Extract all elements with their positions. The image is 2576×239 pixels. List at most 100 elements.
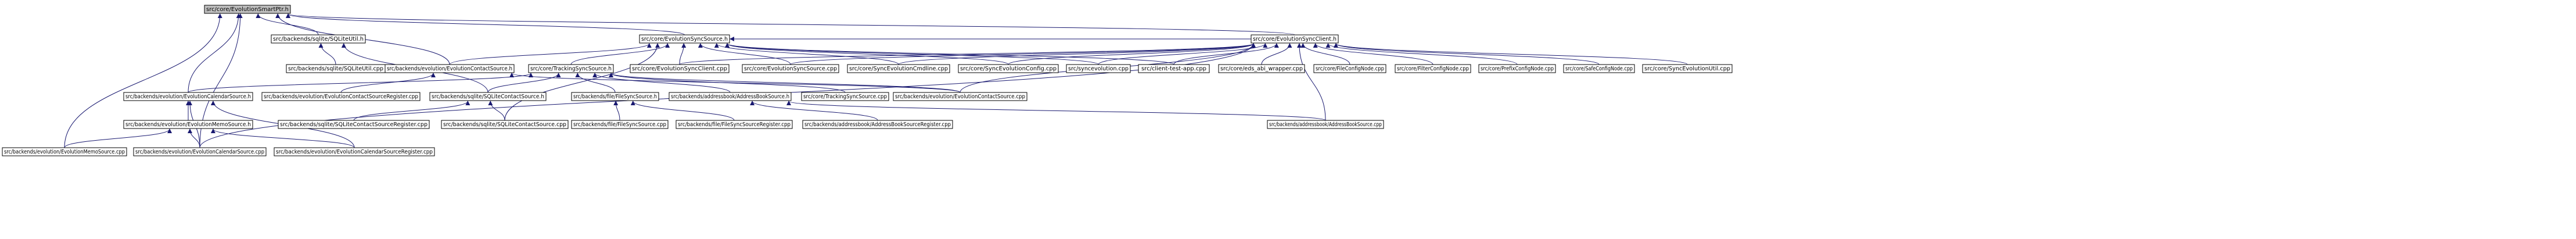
- graph-node[interactable]: src/client-test-app.cpp: [1138, 64, 1210, 73]
- graph-node[interactable]: src/core/FilterConfigNode.cpp: [1395, 64, 1471, 73]
- edge-n_testapp-to-n_syncsrc: [725, 43, 1174, 65]
- node-box: [801, 92, 889, 101]
- edge-n_abookcpp-to-n_synccli: [1296, 43, 1326, 121]
- graph-node[interactable]: src/backends/evolution/EvolutionMemoSour…: [123, 120, 253, 129]
- graph-node[interactable]: src/core/PrefixConfigNode.cpp: [1478, 64, 1556, 73]
- edge-n_evoclientcpp-to-n_synccli: [679, 43, 1256, 65]
- edge-n_filesynccpp-to-n_filesync: [613, 101, 620, 121]
- graph-node[interactable]: src/backends/file/FileSyncSource.cpp: [571, 120, 669, 129]
- edge-n_filesync-to-n_tracking: [575, 73, 616, 93]
- node-box: [1138, 64, 1210, 73]
- graph-node[interactable]: src/core/EvolutionSyncSource.cpp: [742, 64, 839, 73]
- edge-n_sqliteutil-to-n_root: [256, 13, 319, 35]
- graph-node[interactable]: src/core/SafeConfigNode.cpp: [1563, 64, 1635, 73]
- node-label: src/backends/sqlite/SQLiteUtil.h: [273, 36, 364, 42]
- node-label: src/backends/sqlite/SQLiteContactSource.…: [432, 94, 544, 100]
- node-box: [1313, 64, 1386, 73]
- graph-node[interactable]: src/backends/addressbook/AddressBookSour…: [1267, 120, 1384, 129]
- graph-node[interactable]: src/syncevolution.cpp: [1066, 64, 1131, 73]
- graph-node[interactable]: src/backends/evolution/EvolutionMemoSour…: [2, 147, 127, 156]
- graph-node[interactable]: src/backends/file/FileSyncSource.h: [571, 92, 659, 101]
- graph-node[interactable]: src/backends/sqlite/SQLiteUtil.cpp: [286, 64, 386, 73]
- node-box: [669, 92, 792, 101]
- edge-n_abookreg-to-n_abook: [750, 101, 878, 121]
- graph-node[interactable]: src/backends/evolution/EvolutionCalendar…: [123, 92, 253, 101]
- graph-node[interactable]: src/backends/evolution/EvolutionContactS…: [261, 92, 421, 101]
- node-label: src/core/SafeConfigNode.cpp: [1565, 66, 1633, 72]
- node-box: [133, 147, 267, 156]
- graph-node[interactable]: src/backends/addressbook/AddressBookSour…: [802, 120, 953, 129]
- node-box: [1563, 64, 1635, 73]
- graph-node[interactable]: src/core/EvolutionSmartPtr.h: [204, 5, 291, 14]
- node-label: src/backends/file/FileSyncSource.h: [573, 94, 657, 100]
- graph-node[interactable]: src/backends/evolution/EvolutionCalendar…: [274, 147, 435, 156]
- node-box: [274, 147, 435, 156]
- node-box: [2, 147, 127, 156]
- edge-n_abook-to-n_tracking: [592, 73, 731, 93]
- node-label: src/syncevolution.cpp: [1068, 66, 1129, 72]
- graph-node[interactable]: src/core/SyncEvolutionConfig.cpp: [958, 64, 1059, 73]
- node-box: [639, 34, 730, 44]
- node-label: src/backends/evolution/EvolutionContactS…: [264, 94, 418, 100]
- node-box: [1642, 64, 1733, 73]
- edge-n_config-to-n_syncsrc: [725, 43, 1009, 65]
- graph-node[interactable]: src/backends/evolution/EvolutionContactS…: [893, 92, 1027, 101]
- graph-node[interactable]: src/core/eds_abi_wrapper.cpp: [1218, 64, 1305, 73]
- edge-n_safeconfig-to-n_synccli: [1334, 43, 1600, 65]
- edge-n_cmdline-to-n_synccli: [898, 43, 1256, 65]
- graph-node[interactable]: src/core/EvolutionSyncClient.cpp: [630, 64, 730, 73]
- graph-node[interactable]: src/core/TrackingSyncSource.h: [528, 64, 614, 73]
- edge-n_evosyncsrccpp-to-n_synccli: [790, 43, 1256, 65]
- edge-n_fileconfig-to-n_synccli: [1300, 43, 1350, 65]
- graph-node[interactable]: src/backends/sqlite/SQLiteContactSource.…: [441, 120, 569, 129]
- graph-node[interactable]: src/core/EvolutionSyncSource.h: [639, 34, 730, 44]
- node-box: [204, 5, 291, 14]
- graph-node[interactable]: src/backends/sqlite/SQLiteContactSource.…: [429, 92, 547, 101]
- graph-node[interactable]: src/core/EvolutionSyncClient.h: [1251, 34, 1339, 44]
- node-label: src/core/SyncEvolutionCmdline.cpp: [849, 66, 948, 72]
- node-box: [1251, 34, 1339, 44]
- node-box: [385, 64, 515, 73]
- node-label: src/backends/sqlite/SQLiteUtil.cpp: [288, 66, 383, 72]
- graph-node[interactable]: src/core/FileConfigNode.cpp: [1313, 64, 1386, 73]
- node-box: [802, 120, 953, 129]
- node-label: src/core/SyncEvolutionConfig.cpp: [960, 66, 1057, 72]
- node-label: src/backends/evolution/EvolutionCalendar…: [125, 94, 251, 100]
- node-box: [571, 92, 659, 101]
- graph-node[interactable]: src/backends/evolution/EvolutionCalendar…: [133, 147, 267, 156]
- edge-n_sqliteutilcpp-to-n_sqliteutil: [318, 43, 336, 65]
- edge-n_evocalcpp-to-n_evomemo: [188, 129, 200, 148]
- node-label: src/core/EvolutionSyncClient.cpp: [632, 66, 727, 72]
- node-box: [1478, 64, 1556, 73]
- edge-n_filesyncreg-to-n_filesync: [630, 101, 735, 121]
- node-label: src/core/SyncEvolutionUtil.cpp: [1644, 66, 1730, 72]
- node-label: src/backends/addressbook/AddressBookSour…: [804, 122, 951, 128]
- node-label: src/backends/addressbook/AddressBookSour…: [1269, 122, 1382, 128]
- edge-n_evocontact-to-n_syncsrc: [449, 43, 652, 65]
- node-label: src/core/EvolutionSyncSource.h: [641, 36, 728, 42]
- node-box: [528, 64, 614, 73]
- node-label: src/client-test-app.cpp: [1141, 66, 1206, 72]
- edge-n_evocal-to-n_tracking: [188, 73, 533, 93]
- graph-node[interactable]: src/backends/addressbook/AddressBookSour…: [669, 92, 792, 101]
- graph-node[interactable]: src/backends/sqlite/SQLiteUtil.h: [271, 34, 366, 44]
- node-label: src/backends/evolution/EvolutionContactS…: [895, 94, 1025, 100]
- node-box: [1267, 120, 1384, 129]
- graph-node[interactable]: src/backends/sqlite/SQLiteContactSourceR…: [278, 120, 430, 129]
- graph-node[interactable]: src/core/TrackingSyncSource.cpp: [801, 92, 889, 101]
- node-label: src/backends/evolution/EvolutionCalendar…: [276, 149, 433, 155]
- edge-n_evocal-to-n_root: [188, 13, 241, 93]
- edge-n_tracking-to-n_syncsrc: [570, 43, 670, 65]
- graph-node[interactable]: src/core/SyncEvolutionUtil.cpp: [1642, 64, 1733, 73]
- edge-n_evocontactcpp-to-n_tracking: [609, 73, 961, 93]
- edge-n_abiwrapper-to-n_synccli: [1261, 43, 1292, 65]
- graph-node[interactable]: src/backends/evolution/EvolutionContactS…: [385, 64, 515, 73]
- node-box: [123, 120, 253, 129]
- node-box: [571, 120, 669, 129]
- node-box: [441, 120, 569, 129]
- graph-node[interactable]: src/core/SyncEvolutionCmdline.cpp: [847, 64, 950, 73]
- graph-node[interactable]: src/backends/file/FileSyncSourceRegister…: [676, 120, 793, 129]
- edge-n_syncevolution-to-n_synccli: [1098, 43, 1268, 65]
- node-label: src/backends/file/FileSyncSourceRegister…: [678, 122, 791, 128]
